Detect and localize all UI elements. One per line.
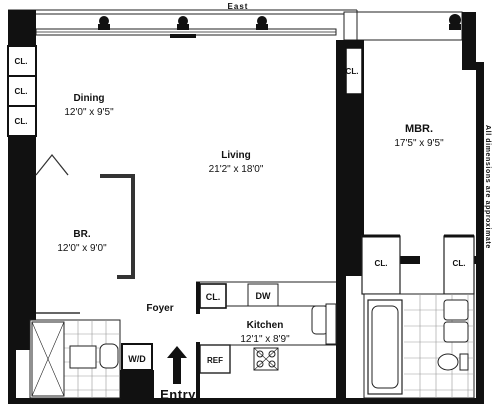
mbr-dims: 17'5" x 9'5": [394, 138, 444, 149]
compass-label: East: [228, 2, 249, 11]
sink-icon: [443, 299, 469, 321]
column-4: [449, 14, 461, 30]
toilet-icon-2: [99, 343, 119, 369]
entry-arrow-icon: [167, 346, 187, 384]
guest-bathroom: [29, 319, 121, 399]
sink-icon-2: [443, 321, 469, 343]
dishwasher: [247, 283, 279, 307]
br-dims: 12'0" x 9'0": [57, 243, 107, 254]
entry-label: Entry: [160, 387, 196, 402]
dimensions-note: All dimensions are approximate: [484, 125, 491, 249]
closet-label-3: CL.: [15, 117, 28, 126]
dining-name: Dining: [73, 93, 104, 104]
bedroom-partition: [35, 154, 135, 314]
mbr-closets: CL. CL. CL.: [345, 47, 475, 295]
living-dims: 21'2" x 18'0": [209, 164, 264, 175]
closet-label-2: CL.: [15, 87, 28, 96]
closet-label-mbr-3: CL.: [453, 259, 466, 268]
column-3: [256, 16, 268, 30]
sink-icon-3: [69, 345, 97, 369]
refrigerator-label: REF: [207, 356, 223, 365]
washer-dryer-closet: W/D: [120, 343, 154, 398]
kitchen-closet: [199, 283, 227, 309]
column-1: [98, 16, 110, 30]
dining-dims: 12'0" x 9'5": [64, 107, 114, 118]
master-bathroom: [363, 293, 475, 399]
mbr-name: MBR.: [405, 123, 433, 135]
kitchen-dims: 12'1" x 8'9": [240, 334, 290, 345]
column-2: [177, 16, 189, 30]
closet-label-1: CL.: [15, 57, 28, 66]
dishwasher-label: DW: [256, 291, 271, 301]
kitchen-name: Kitchen: [247, 320, 284, 331]
closet-label-mbr-2: CL.: [375, 259, 388, 268]
wd-label: W/D: [128, 354, 146, 364]
kitchen-closet-label: CL.: [206, 292, 221, 302]
closet-label-mbr: CL.: [346, 67, 359, 76]
foyer-name: Foyer: [146, 303, 173, 314]
toilet-icon: [437, 353, 459, 371]
br-name: BR.: [73, 229, 90, 240]
left-closets: CL. CL. CL.: [7, 45, 37, 137]
east-window-wall: [8, 9, 463, 41]
living-name: Living: [221, 150, 250, 161]
kitchen: CL. DW REF: [196, 281, 337, 398]
